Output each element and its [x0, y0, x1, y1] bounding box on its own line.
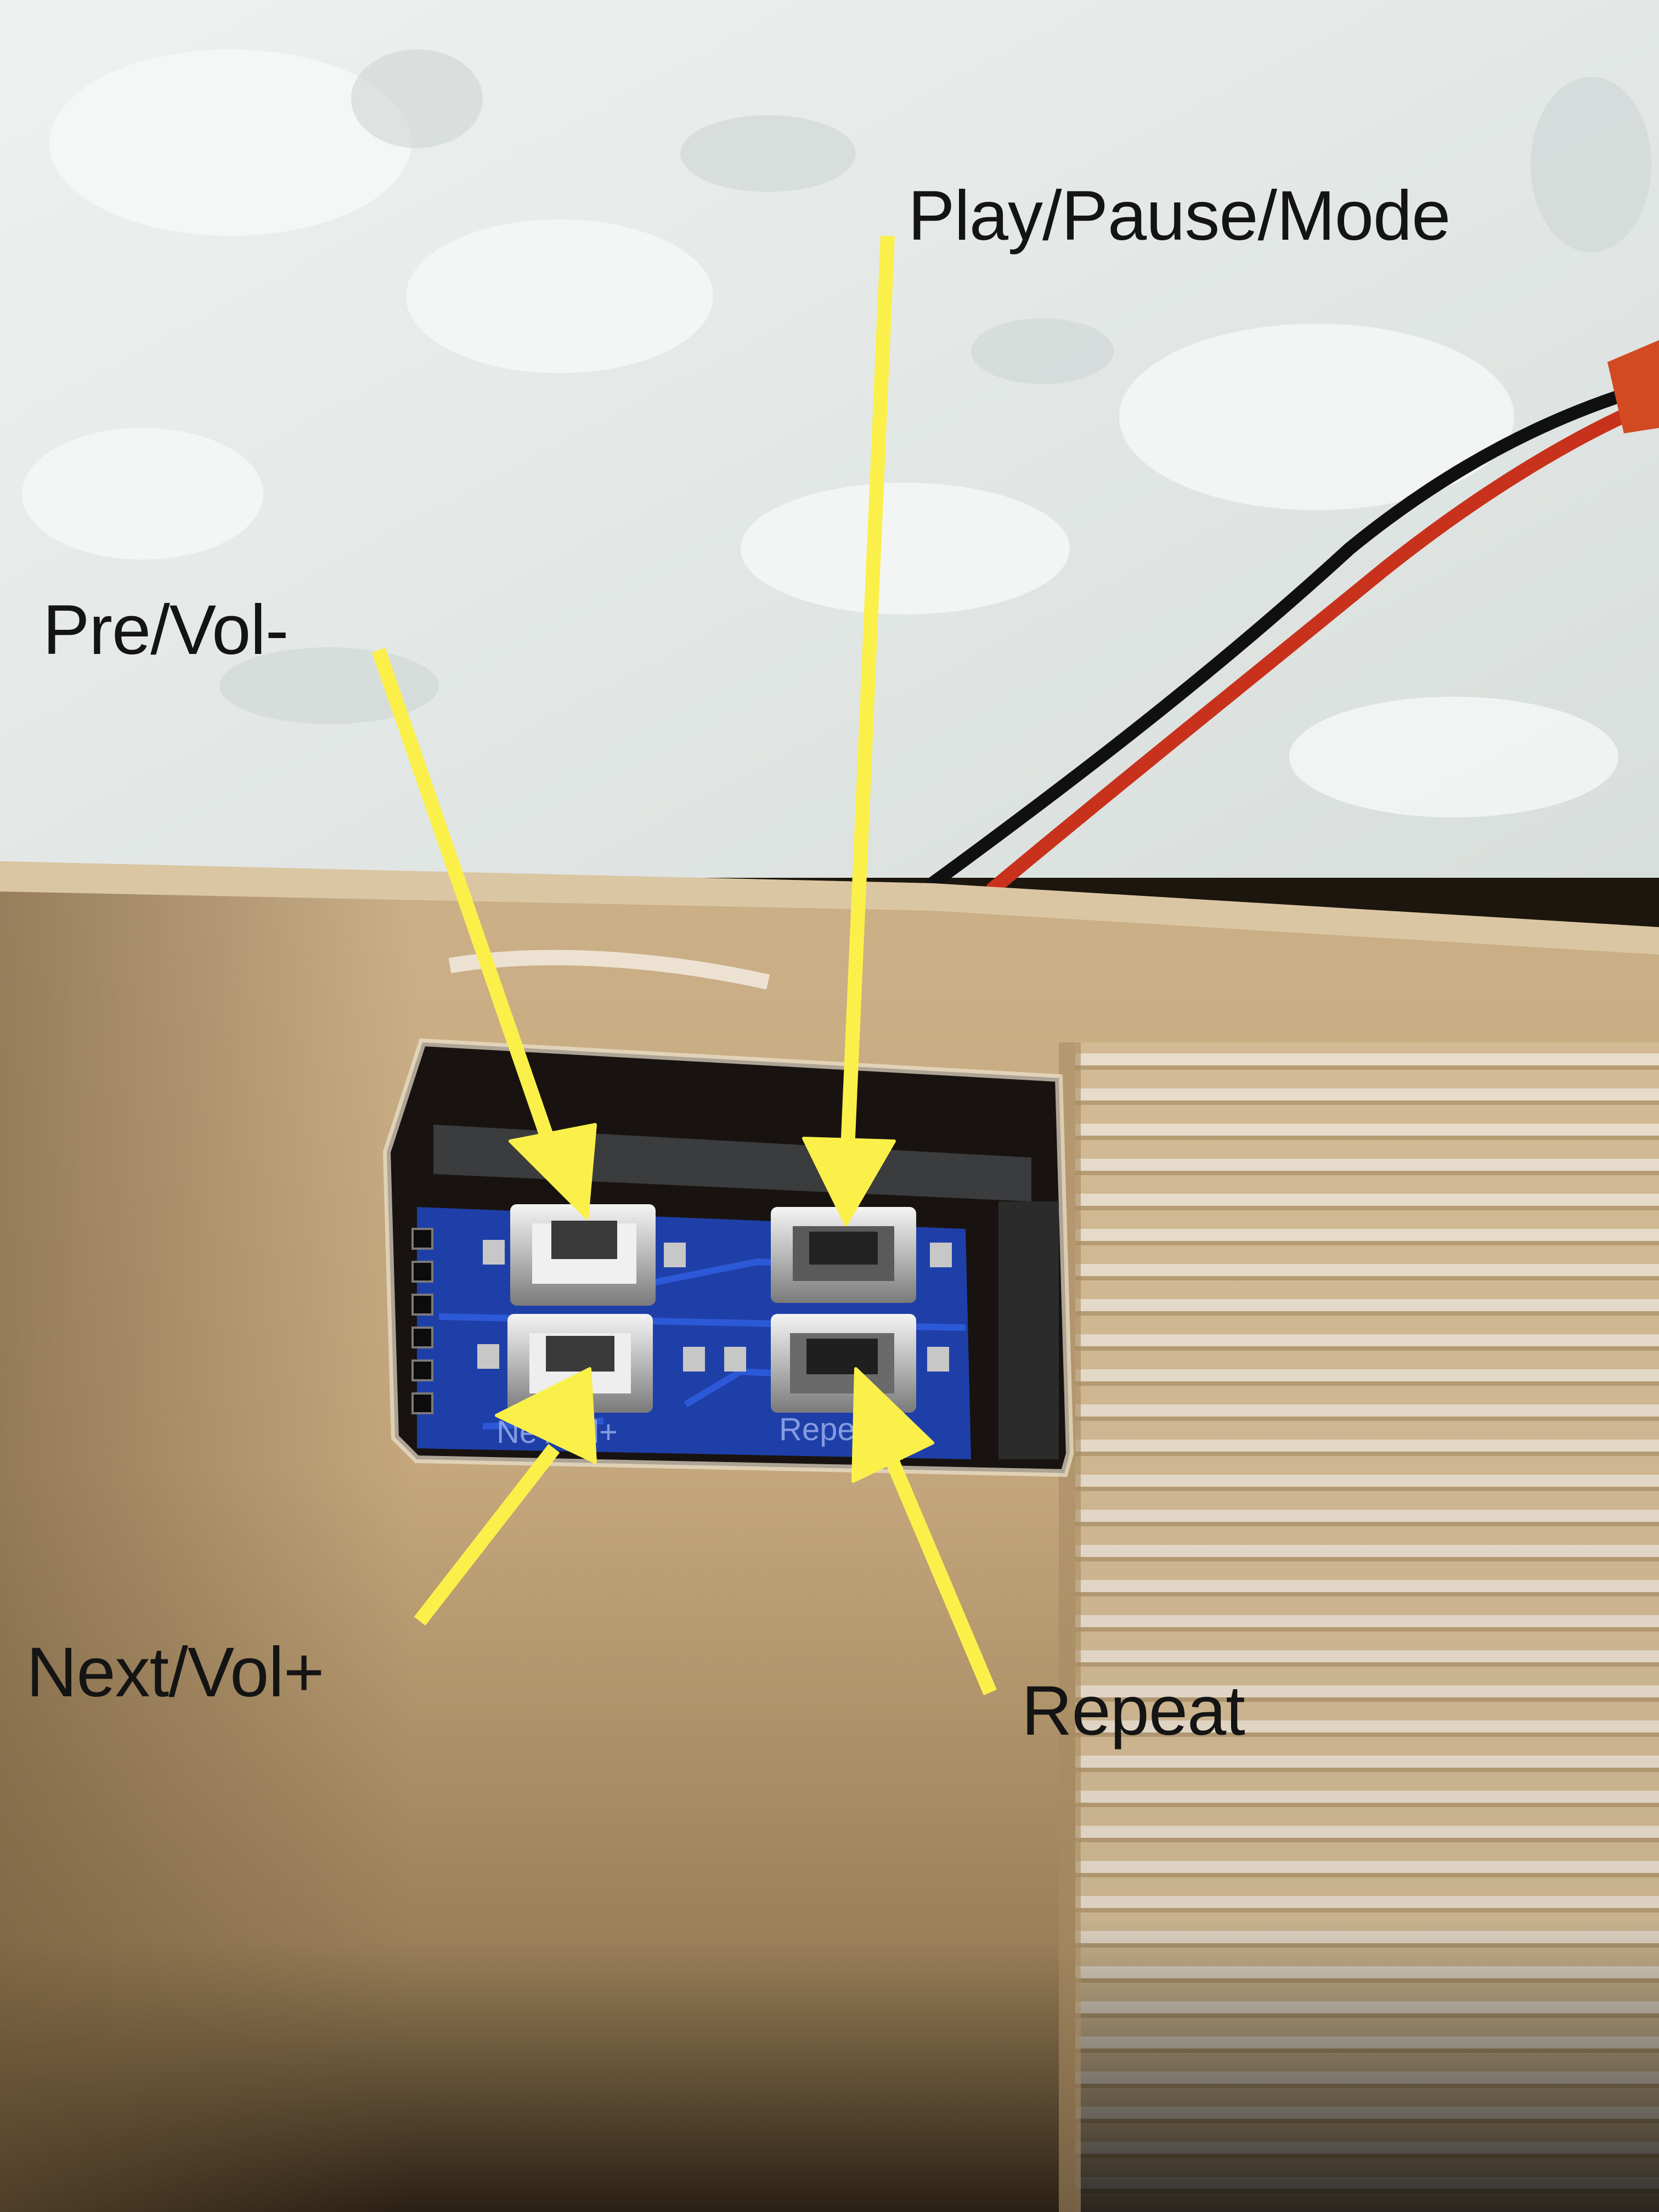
arrow-play-pause	[802, 235, 896, 1226]
arrow-next-vol	[414, 1367, 597, 1626]
wall-texture	[22, 49, 1618, 817]
arrow-pre-vol	[371, 647, 597, 1220]
arrow-repeat	[851, 1367, 997, 1696]
label-play-pause-mode: Play/Pause/Mode	[908, 177, 1451, 255]
button-repeat	[724, 1314, 949, 1413]
label-repeat: Repeat	[1022, 1672, 1245, 1750]
button-play-pause	[771, 1207, 952, 1303]
wire-connector	[1607, 340, 1659, 433]
label-pre-vol-minus: Pre/Vol-	[43, 591, 289, 669]
annotation-arrows	[371, 235, 997, 1696]
label-next-vol-plus: Next/Vol+	[26, 1633, 324, 1712]
button-pre-vol	[483, 1204, 686, 1306]
red-wire	[986, 393, 1659, 896]
black-wire	[926, 377, 1659, 890]
button-next-vol	[477, 1314, 705, 1413]
pcb-label-repeat: Repe	[779, 1412, 855, 1447]
enclosure-top-edge	[0, 861, 1659, 955]
header-pins	[411, 1228, 433, 1414]
